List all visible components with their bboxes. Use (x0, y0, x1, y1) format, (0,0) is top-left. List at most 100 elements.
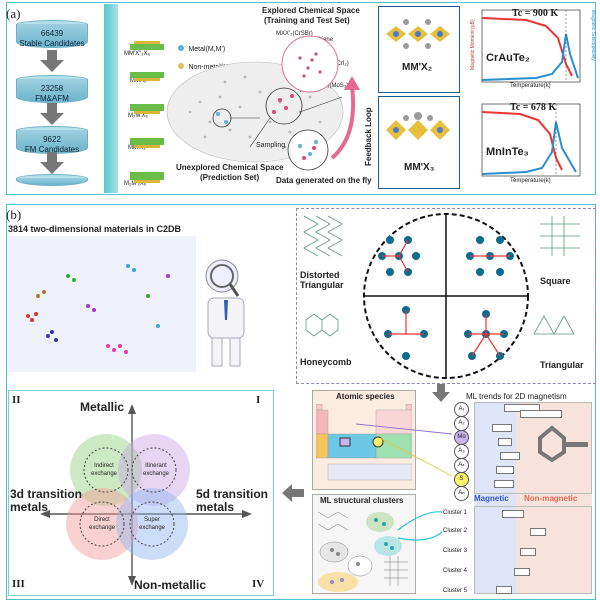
lattice-circle (363, 213, 529, 379)
lattice-thumbnails (303, 215, 580, 337)
chart1-compound: CrAuTe₂ (486, 52, 530, 64)
non-magnetic-region (516, 402, 592, 594)
feedback-label: Feedback Loop (364, 90, 376, 170)
feedback-text: Feedback Loop (364, 107, 373, 166)
c2db-scatter (8, 236, 196, 372)
box-plot (498, 438, 512, 446)
axis-5d-text: 5d transition metals (196, 487, 269, 514)
explored-subtitle: (Training and Test Set) (264, 16, 350, 25)
cluster-label: Cluster 4 (443, 568, 468, 574)
ml-trends-title: ML trends for 2D magnetism (466, 392, 567, 401)
legend-nonmetal: Non-metal(X,X') (188, 64, 239, 71)
chart-mn-in-te3 (481, 103, 581, 177)
formula-item: M₂M'X₆ (128, 113, 148, 119)
chart2-xlabel: Temperature(k) (510, 178, 551, 184)
connector-arrows (355, 423, 453, 541)
ml-trends-chart (474, 402, 592, 594)
formula-item: M₂M'₂X₆ (124, 181, 147, 187)
chart2-compound: MnInTe₃ (486, 146, 529, 158)
structure-mm-x2-label: MM'X₂ (402, 62, 433, 73)
box-plot (496, 586, 512, 594)
box-plot (496, 466, 514, 474)
down-arrow-icon (40, 103, 64, 125)
atomic-species-title: Atomic species (336, 392, 395, 401)
quadrant-iii: III (12, 578, 25, 590)
quadrant-axes (40, 404, 252, 586)
lattice-honeycomb: Honeycomb (300, 357, 352, 367)
stage-label: FM Candidates (24, 145, 80, 154)
periodic-table-image (316, 404, 412, 481)
box-plot (530, 528, 546, 536)
sampling-label: Sampling (256, 142, 286, 149)
down-arrow-icon (40, 152, 64, 174)
down-arrow-icon (40, 50, 64, 72)
magnetic-region (474, 402, 516, 594)
cluster-label: Cluster 5 (443, 588, 468, 594)
box-plot (500, 452, 520, 460)
panel-a (6, 2, 596, 195)
box-plot (520, 548, 536, 556)
lattice-distorted-triangular: Distorted Triangular (300, 270, 344, 290)
cluster-label: Cluster 3 (443, 548, 468, 554)
label-mxx2: MXX'₂(CrSBr) (276, 31, 313, 37)
funnel-stage-4 (16, 174, 88, 186)
exchange-direct: Direct exchange (88, 517, 116, 531)
scientist-figure (205, 259, 245, 367)
chart-cr-au-te2 (481, 9, 581, 83)
exchange-indirect: Indirect exchange (90, 463, 118, 477)
chart-frame-top (474, 402, 592, 494)
chart1-ylabel-right: Magnetic Susceptibility (590, 10, 598, 80)
magnetic-label: Magnetic (474, 494, 509, 503)
lattice-triangular: Triangular (540, 360, 584, 370)
chart1-tc: Tc = 900 K (512, 8, 559, 19)
data-fly-circle (287, 129, 329, 171)
cluster-label: Cluster 2 (443, 528, 468, 534)
down-arrow-icon (432, 384, 450, 402)
structure-mm-x3-label: MM'X₃ (404, 162, 435, 173)
left-arrow-icon (282, 484, 304, 502)
stage-count: 66439 (40, 29, 64, 38)
data-fly-label: Data generated on the fly (276, 176, 372, 185)
formula-item: MM'X"₂X₆ (124, 51, 151, 57)
unexplored-subtitle: (Prediction Set) (200, 173, 260, 182)
stage-count: 23258 (40, 84, 64, 93)
axis-3d-text: 3d transition metals (10, 487, 83, 514)
feature-s: S (454, 472, 469, 487)
structure-mm-x3-image (386, 112, 450, 140)
chart1-xlabel: Temperature(k) (510, 83, 551, 89)
stage-count: 9622 (43, 135, 61, 144)
unexplored-title: Unexplored Chemical Space (176, 163, 284, 172)
ml-clusters-title: ML structural clusters (320, 496, 404, 505)
metal-dot-icon (178, 45, 184, 51)
panel-b (6, 204, 596, 600)
structure-box-2 (378, 96, 460, 189)
explored-circle (281, 35, 339, 93)
axis-3d: 3d transition metals (10, 488, 92, 514)
feature-a1: A₁ (454, 402, 469, 417)
quadrant-ii: II (12, 394, 21, 406)
panel-a-tag: (a) (6, 6, 21, 21)
axis-metallic: Metallic (80, 400, 125, 414)
panel-b-tag: (b) (6, 207, 22, 222)
feature-a4: A₄ (454, 458, 469, 473)
axis-non-metallic: Non-metallic (134, 578, 207, 592)
feature-a3: A₃ (454, 444, 469, 459)
quadrant-i: I (256, 394, 261, 406)
legend-metal: Metal(M,M') (188, 46, 226, 53)
exchange-super: Super exchange (138, 517, 166, 531)
divider-bar (104, 4, 118, 193)
lattice-frame (296, 208, 596, 384)
nonmetal-dot-icon (178, 63, 184, 69)
exchange-itinerant: Itinerant exchange (142, 463, 170, 477)
structure-mm-x2-image (386, 19, 450, 49)
box-plot (494, 480, 514, 488)
quadrant-box (8, 390, 274, 596)
structure-box-1 (378, 6, 460, 93)
cluster-bubbles (317, 511, 408, 592)
feedback-arrow-icon (330, 76, 360, 160)
box-plot (514, 568, 530, 576)
lattice-square: Square (540, 276, 571, 286)
stage-label: FM&AFM (35, 94, 69, 103)
